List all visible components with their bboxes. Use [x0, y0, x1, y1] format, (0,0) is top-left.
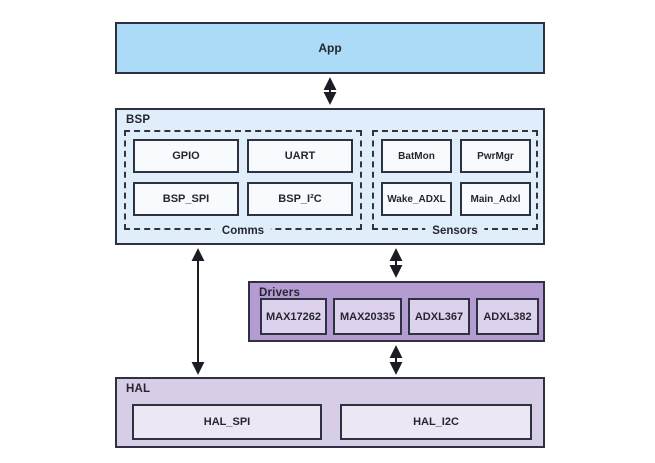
bsp-layer-label: BSP — [126, 114, 151, 126]
node-bsp-spi: BSP_SPI — [133, 182, 239, 216]
node-gpio: GPIO — [133, 139, 239, 173]
bsp-layer-block: BSP GPIO UART BSP_SPI BSP_I²C Comms BatM… — [115, 108, 545, 245]
node-pwrmgr: PwrMgr — [460, 139, 531, 173]
node-main-adxl: Main_Adxl — [460, 182, 531, 216]
app-layer-label: App — [318, 41, 342, 55]
drivers-layer-block: Drivers MAX17262 MAX20335 ADXL367 ADXL38… — [248, 281, 545, 342]
node-wake-adxl: Wake_ADXL — [381, 182, 452, 216]
app-layer-block: App — [115, 22, 545, 74]
node-adxl382: ADXL382 — [476, 298, 539, 335]
drivers-layer-label: Drivers — [259, 287, 301, 299]
node-uart: UART — [247, 139, 353, 173]
hal-layer-label: HAL — [126, 383, 151, 395]
node-hal-i2c: HAL_I2C — [340, 404, 532, 440]
hal-layer-block: HAL HAL_SPI HAL_I2C — [115, 377, 545, 448]
node-bsp-i2c: BSP_I²C — [247, 182, 353, 216]
comms-group: GPIO UART BSP_SPI BSP_I²C Comms — [124, 130, 362, 237]
node-max20335: MAX20335 — [333, 298, 402, 335]
node-batmon: BatMon — [381, 139, 452, 173]
sensors-group-label: Sensors — [425, 225, 485, 237]
sensors-group: BatMon PwrMgr Wake_ADXL Main_Adxl Sensor… — [372, 130, 538, 237]
node-adxl367: ADXL367 — [408, 298, 470, 335]
node-hal-spi: HAL_SPI — [132, 404, 322, 440]
comms-group-label: Comms — [214, 225, 272, 237]
node-max17262: MAX17262 — [260, 298, 327, 335]
